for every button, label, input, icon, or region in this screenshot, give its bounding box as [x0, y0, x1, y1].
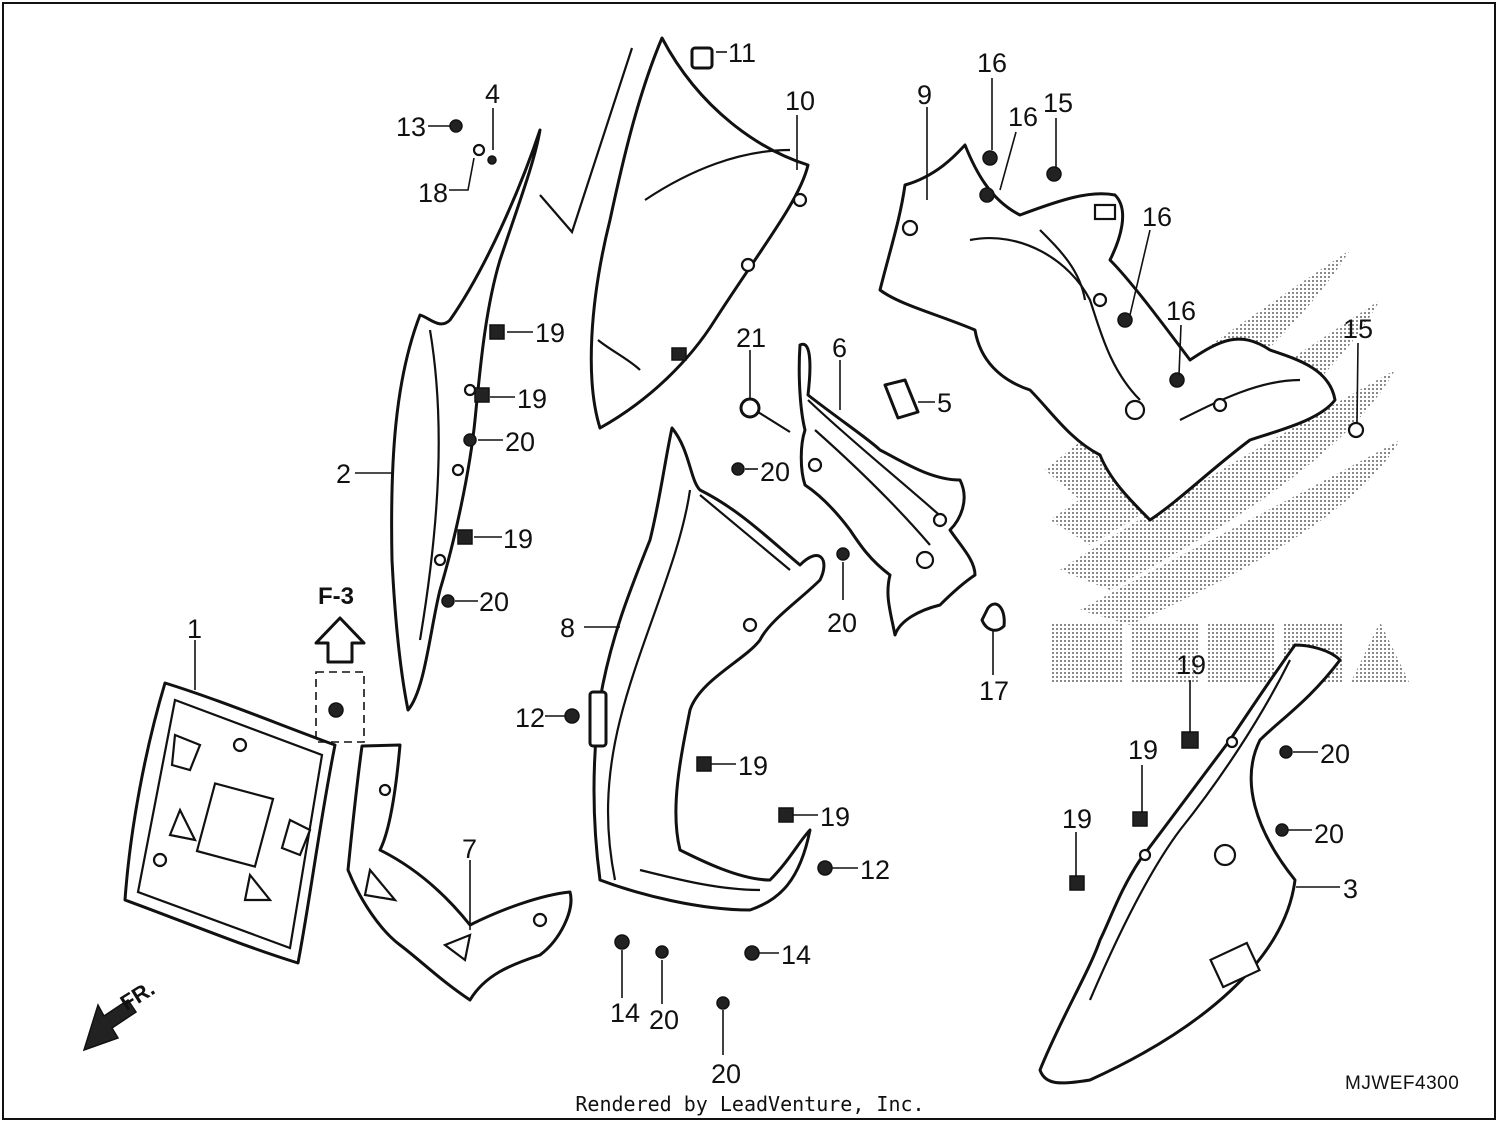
- callout-20-a: 20: [505, 427, 535, 457]
- callout-12-a: 12: [515, 703, 545, 733]
- part-21-bolt: [739, 397, 791, 433]
- callout-18: 18: [418, 178, 448, 208]
- callout-5: 5: [937, 388, 952, 418]
- callout-20-d: 20: [827, 608, 857, 638]
- callout-16-a: 16: [977, 48, 1007, 78]
- callout-16-c: 16: [1142, 202, 1172, 232]
- callout-16-b: 16: [1008, 102, 1038, 132]
- callout-4: 4: [485, 79, 500, 109]
- callout-16-d: 16: [1166, 296, 1196, 326]
- callout-13: 13: [396, 112, 426, 142]
- callout-19-h: 19: [820, 802, 850, 832]
- part-2-side-cowl: [390, 128, 542, 712]
- part-9-inner-panel: [878, 143, 1337, 522]
- part-1-plate-bracket: [123, 681, 337, 965]
- callout-9: 9: [917, 80, 932, 110]
- part-8-front-cowl: [588, 426, 826, 912]
- part-3-side-cowl: [1038, 643, 1342, 1085]
- part-11-nut: [690, 46, 714, 70]
- front-direction-arrow: [82, 998, 138, 1052]
- callout-15-a: 15: [1043, 88, 1073, 118]
- callout-3: 3: [1343, 874, 1358, 904]
- clip-19-fasteners: [457, 324, 1199, 891]
- honda-wordmark: [1050, 622, 1410, 684]
- callout-11: 11: [728, 38, 756, 68]
- callout-19-a: 19: [535, 318, 565, 348]
- callout-2: 2: [336, 459, 351, 489]
- diagram-code: MJWEF4300: [1345, 1073, 1460, 1094]
- callout-19-b: 19: [517, 384, 547, 414]
- part-7-lower-stay: [346, 743, 573, 1002]
- callout-20-h: 20: [711, 1059, 741, 1089]
- callout-17: 17: [979, 676, 1009, 706]
- part-6-stay: [797, 342, 977, 637]
- callout-19-c: 19: [503, 524, 533, 554]
- callout-12-b: 12: [860, 855, 890, 885]
- callout-20-b: 20: [479, 587, 509, 617]
- callout-19-d: 19: [1176, 650, 1206, 680]
- callout-19-e: 19: [1128, 735, 1158, 765]
- callout-labels: 11 10 13 4 18 19 19 20 2 19 20 1 8 12 21…: [187, 38, 1373, 1089]
- callout-14-b: 14: [781, 940, 811, 970]
- callout-19-f: 19: [1062, 804, 1092, 834]
- leader-lines: [194, 51, 1359, 1055]
- callout-19-g: 19: [738, 751, 768, 781]
- callout-10: 10: [785, 86, 815, 116]
- callout-20-f: 20: [1314, 819, 1344, 849]
- callout-20-c: 20: [760, 457, 790, 487]
- callout-20-g: 20: [649, 1005, 679, 1035]
- f3-reference: [314, 616, 366, 743]
- render-credit: Rendered by LeadVenture, Inc.: [575, 1092, 925, 1116]
- callout-14-a: 14: [610, 998, 640, 1028]
- callout-6: 6: [832, 333, 847, 363]
- callout-20-e: 20: [1320, 739, 1350, 769]
- callout-15-b: 15: [1343, 314, 1373, 344]
- part-17-grommet: [980, 602, 1006, 632]
- callout-1: 1: [187, 614, 202, 644]
- part-5-cushion: [883, 378, 920, 420]
- section-reference-label: F-3: [318, 583, 354, 610]
- callout-7: 7: [462, 834, 477, 864]
- callout-21: 21: [736, 323, 766, 353]
- part-10-windscreen: [539, 36, 810, 430]
- callout-8: 8: [560, 613, 575, 643]
